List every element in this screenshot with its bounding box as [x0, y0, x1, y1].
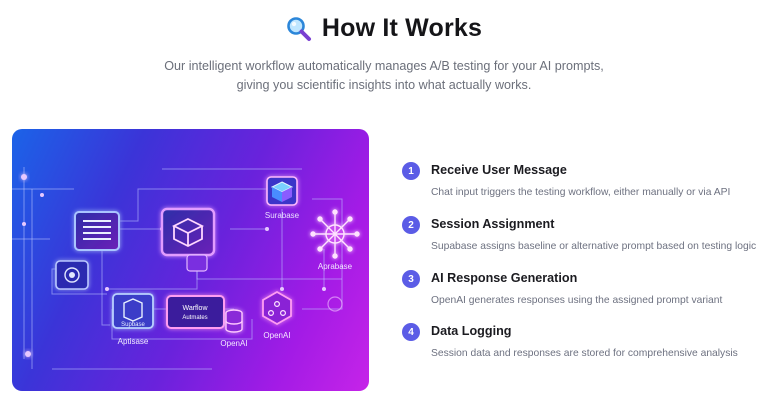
surabase-cube-icon	[266, 176, 298, 206]
workflow-illustration: Surabase Aprabase	[12, 129, 369, 391]
list-node-icon	[74, 211, 120, 251]
warflow-label-line2: Autmates	[182, 315, 207, 321]
subtitle-line-2: giving you scientific insights into what…	[236, 78, 532, 92]
step-description: Supabase assigns baseline or alternative…	[431, 241, 757, 252]
section-header: How It Works Our intelligent workflow au…	[0, 14, 768, 95]
connector-node-icon	[186, 254, 208, 272]
database-icon	[225, 309, 243, 333]
openai-node-label: OpenAI	[263, 331, 290, 340]
supabase-tag-label: Supbase	[121, 322, 145, 328]
faint-node-icon	[327, 296, 343, 312]
aprabase-label: Aprabase	[318, 262, 353, 271]
magnifier-icon	[286, 16, 312, 42]
step-description: OpenAI generates responses using the ass…	[431, 295, 723, 306]
step-title: AI Response Generation	[431, 271, 578, 285]
step-description: Chat input triggers the testing workflow…	[431, 187, 731, 198]
warflow-node-icon	[166, 295, 225, 329]
step-number-badge: 3	[402, 270, 420, 288]
aptisase-label: Aptisase	[118, 337, 149, 346]
step-title: Data Logging	[431, 324, 512, 338]
surabase-label: Surabase	[265, 211, 300, 220]
openai-hex-icon	[262, 290, 292, 326]
openai-db-label: OpenAI	[220, 339, 247, 348]
subtitle-line-1: Our intelligent workflow automatically m…	[164, 59, 604, 73]
workflow-diagram: Surabase Aprabase	[12, 167, 360, 370]
step-description: Session data and responses are stored fo…	[431, 348, 738, 359]
aprabase-hub-icon	[310, 209, 360, 259]
warflow-label-line1: Warflow	[182, 305, 208, 312]
page-subtitle: Our intelligent workflow automatically m…	[124, 57, 644, 95]
step-number-badge: 2	[402, 216, 420, 234]
step-title: Session Assignment	[431, 217, 555, 231]
cube-node-icon	[160, 207, 216, 257]
page-title: How It Works	[321, 14, 483, 42]
step-number-badge: 4	[402, 323, 420, 341]
step-title: Receive User Message	[431, 163, 567, 177]
step-number-badge: 1	[402, 162, 420, 180]
chip-node-icon	[55, 260, 89, 290]
supabase-node-icon	[112, 293, 154, 329]
